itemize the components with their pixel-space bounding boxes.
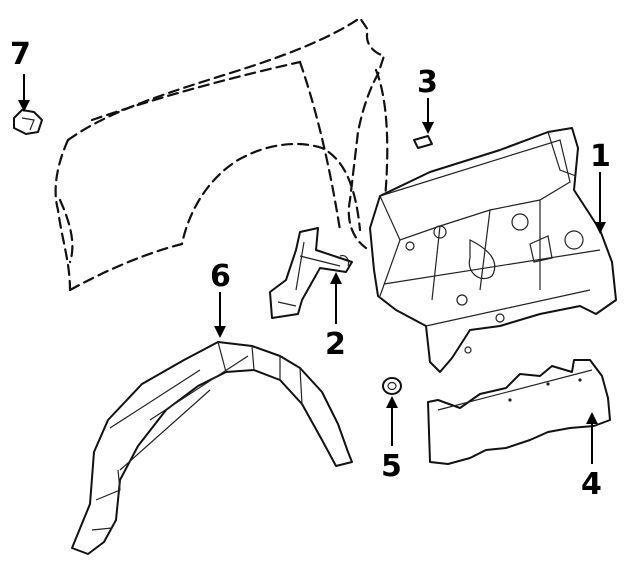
arrow-2	[330, 272, 342, 324]
fender-outline	[54, 16, 389, 292]
arrow-6	[214, 292, 226, 338]
bracket-part-2	[269, 227, 353, 319]
grommet-part-5	[382, 377, 402, 395]
arrow-3	[422, 98, 434, 134]
arrow-5	[386, 396, 398, 446]
callout-7: 7	[10, 37, 31, 72]
arrow-4	[586, 412, 598, 464]
callout-2: 2	[325, 327, 346, 362]
callout-5: 5	[381, 449, 402, 484]
clip-part-7	[13, 109, 43, 135]
fender-liner-part-6	[71, 341, 353, 555]
apron-part-1	[369, 127, 617, 373]
insulator-part-3	[413, 135, 433, 149]
arrow-1	[594, 172, 606, 234]
seal-part-4	[427, 359, 611, 465]
callout-6: 6	[210, 259, 231, 294]
callout-1: 1	[590, 139, 611, 174]
callout-3: 3	[417, 65, 438, 100]
arrow-7	[18, 74, 30, 112]
callout-4: 4	[581, 467, 602, 502]
